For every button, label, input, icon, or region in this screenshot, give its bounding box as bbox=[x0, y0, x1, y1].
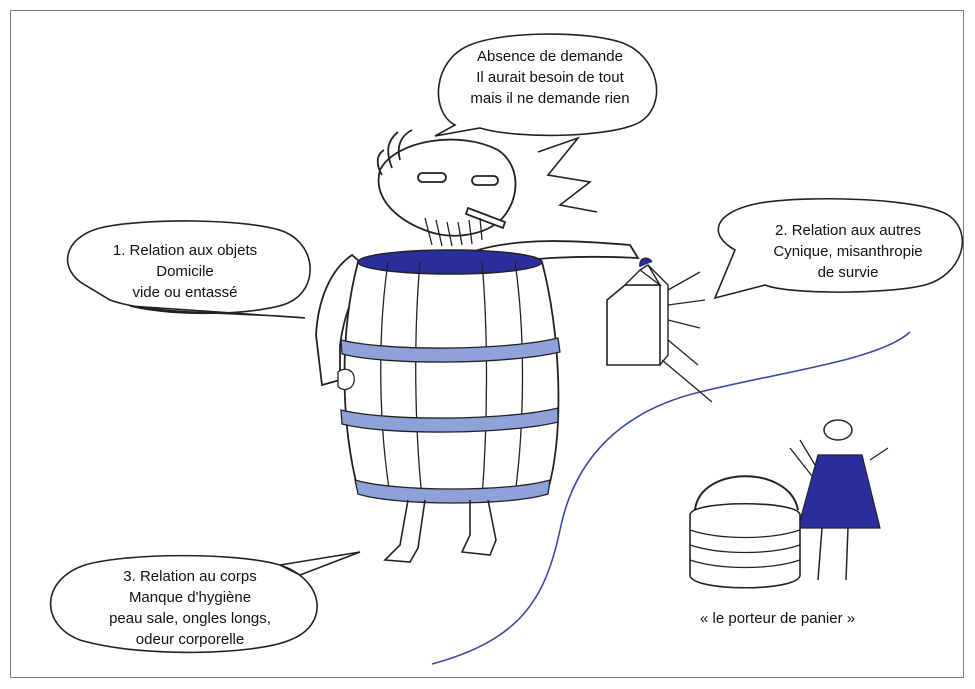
bubble-others-shape bbox=[713, 197, 964, 300]
bubble-objects-line-2: Domicile bbox=[156, 263, 214, 280]
bubble-others-line-3: de survie bbox=[817, 264, 879, 281]
bubble-body-line-2: Manque d'hygiène bbox=[128, 589, 252, 606]
bubble-top-line-1: Absence de demande bbox=[477, 48, 623, 65]
bubble-objects-line-3: vide ou entassé bbox=[132, 284, 238, 301]
wave-line bbox=[431, 331, 911, 665]
bubble-others-line-2: Cynique, misanthropie bbox=[773, 243, 923, 260]
figure-caption: « le porteur de panier » bbox=[700, 610, 856, 627]
speech-bubbles bbox=[49, 33, 964, 654]
bubble-top-line-3: mais il ne demande rien bbox=[470, 90, 630, 107]
bubble-body-line-3: peau sale, ongles longs, bbox=[109, 610, 271, 627]
smelly-box bbox=[606, 257, 713, 403]
head bbox=[377, 138, 517, 237]
bubble-top-shape bbox=[434, 33, 658, 137]
bubble-top-text: Absence de demande Il aurait besoin de t… bbox=[470, 46, 630, 109]
legs bbox=[383, 499, 497, 563]
bubble-objects-text: 1. Relation aux objets Domicile vide ou … bbox=[100, 240, 270, 303]
bubble-body-shape bbox=[49, 551, 361, 654]
bubble-objects-shape bbox=[66, 220, 311, 319]
basket-carrier bbox=[689, 419, 889, 589]
bubble-body-text: 3. Relation au corps Manque d'hygiène pe… bbox=[95, 566, 285, 650]
character bbox=[315, 129, 640, 387]
bubble-others-line-1: 2. Relation aux autres bbox=[775, 222, 921, 239]
bubble-body-line-1: 3. Relation au corps bbox=[123, 568, 257, 585]
bubble-others-text: 2. Relation aux autres Cynique, misanthr… bbox=[758, 220, 938, 283]
figure-frame bbox=[10, 10, 964, 678]
bubble-top-line-2: Il aurait besoin de tout bbox=[476, 69, 624, 86]
bubble-objects-line-1: 1. Relation aux objets bbox=[112, 242, 258, 259]
barrel bbox=[337, 249, 561, 504]
bubble-body-line-4: odeur corporelle bbox=[135, 631, 245, 648]
